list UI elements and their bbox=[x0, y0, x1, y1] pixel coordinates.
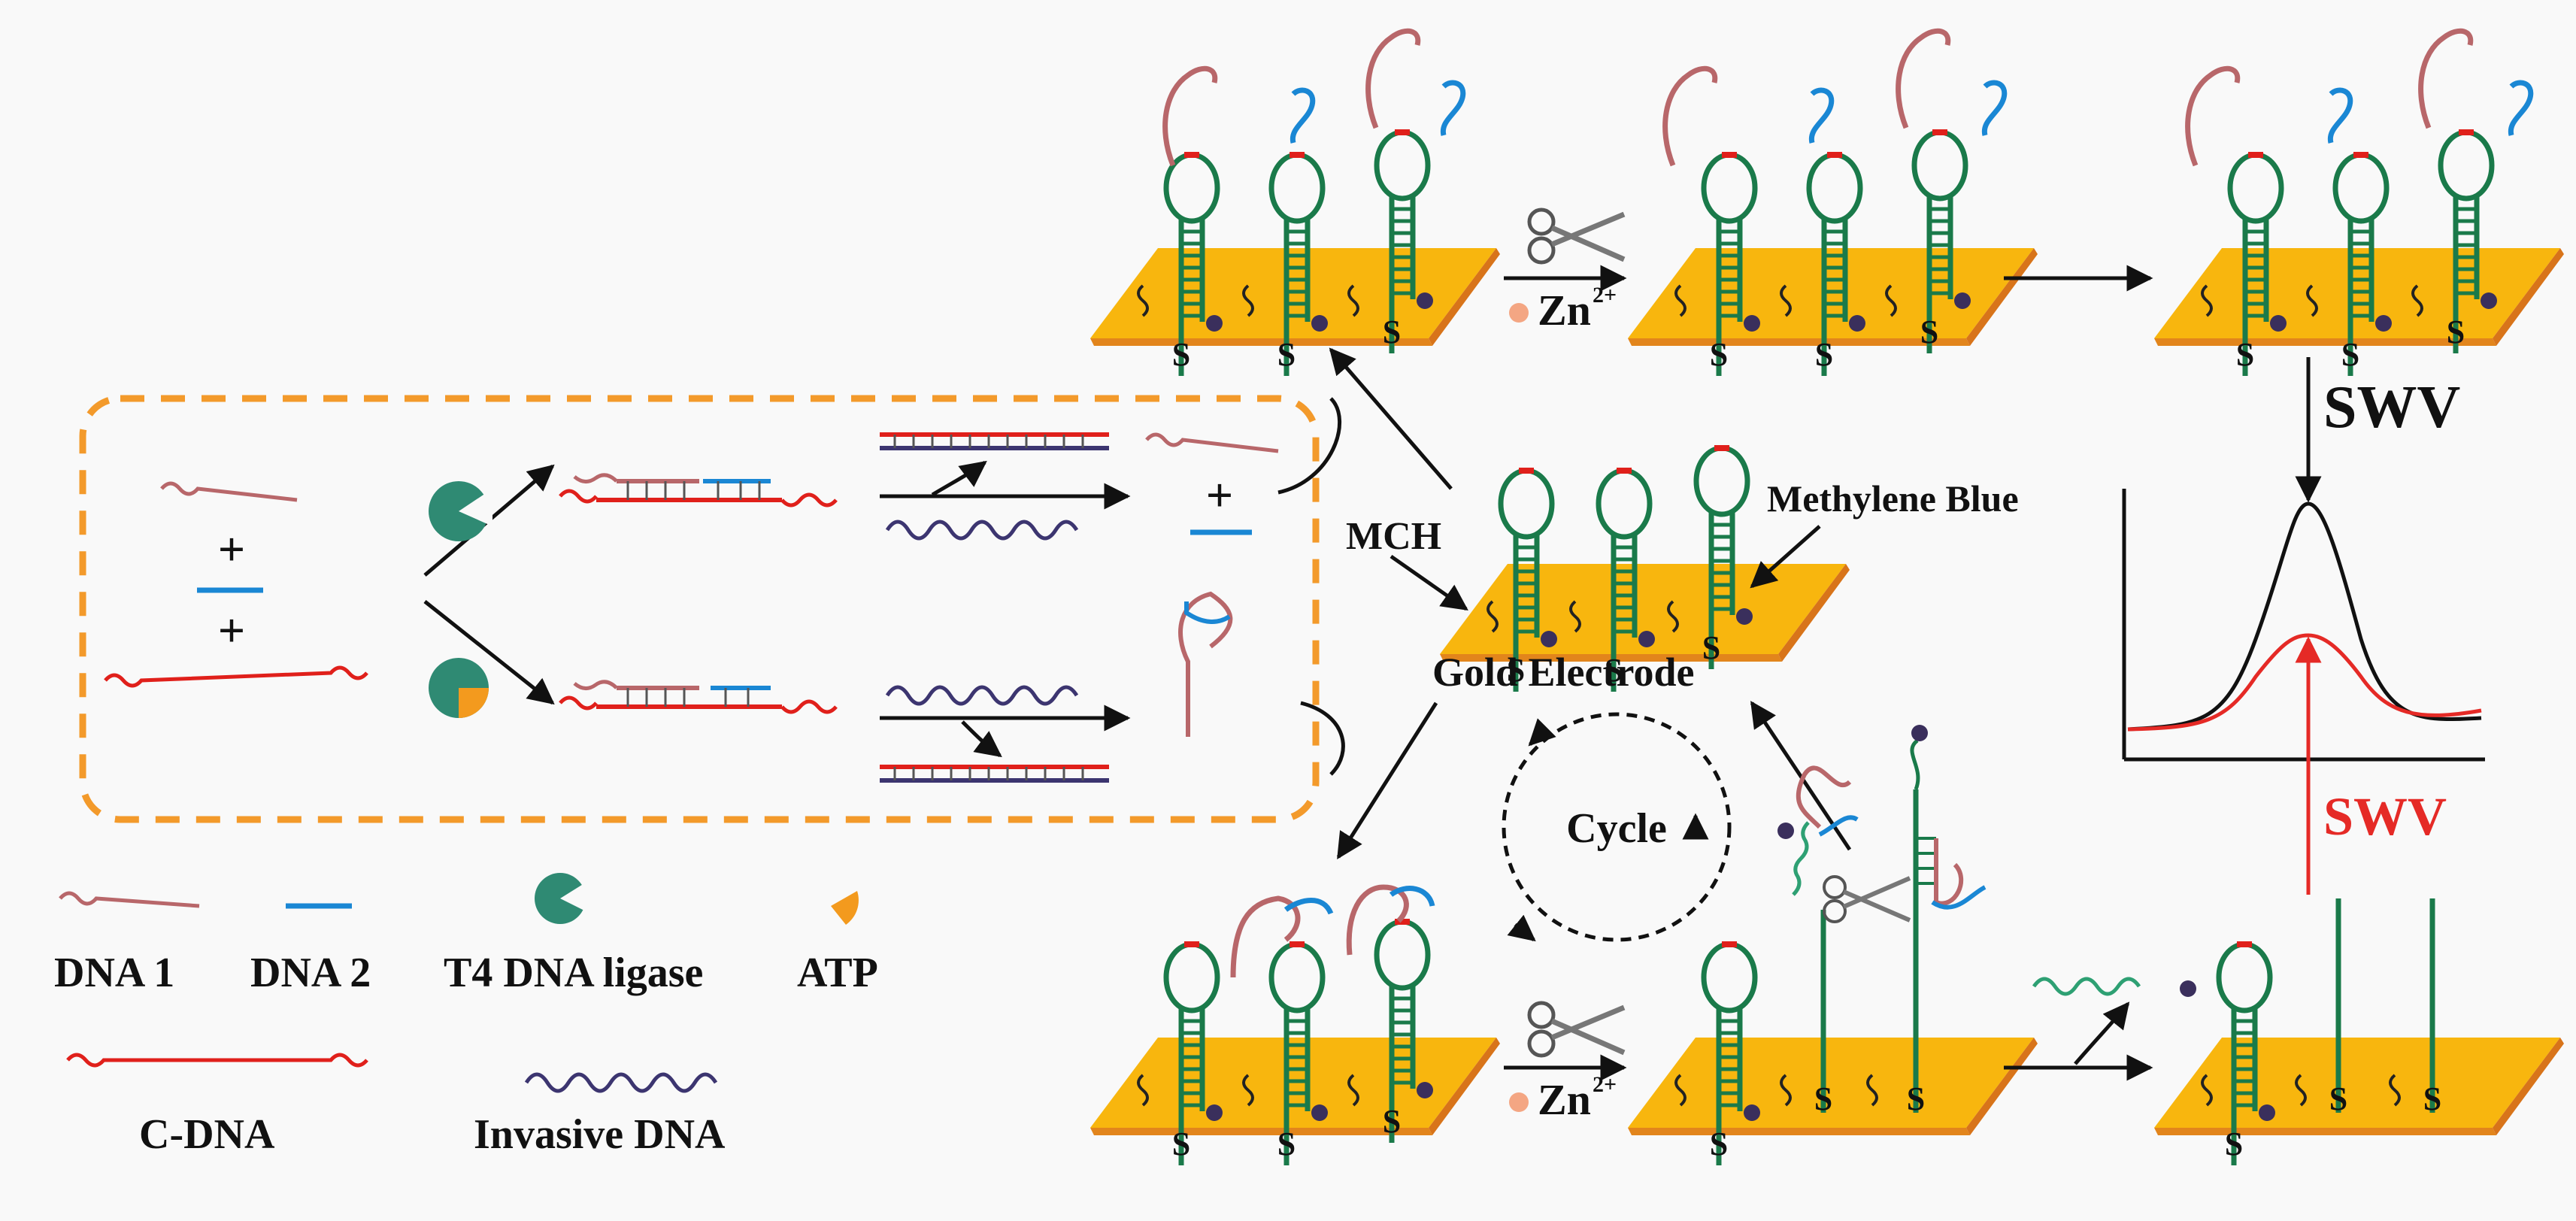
legend-cdna-swatch bbox=[66, 1053, 368, 1068]
plus-1: + bbox=[218, 523, 245, 576]
bottom-electrode-3: S S bbox=[2154, 898, 2564, 1165]
legend-dna2-label: DNA 2 bbox=[250, 950, 371, 996]
legend-atp-label: ATP bbox=[797, 950, 878, 996]
methylene-blue-label: Methylene Blue bbox=[1767, 477, 2019, 520]
legend-dna1-label: DNA 1 bbox=[54, 950, 174, 996]
upper-ligated-duplex bbox=[559, 473, 838, 507]
gold-electrode-label: Gold Electrode bbox=[1432, 650, 1694, 695]
legend: DNA 1 DNA 2 T4 DNA ligase ATP C-DNA Inva… bbox=[54, 873, 878, 1158]
scissors-icon-cycle bbox=[1823, 875, 1911, 923]
lower-partial-duplex bbox=[559, 680, 838, 714]
ligated-dna-product bbox=[1178, 591, 1233, 737]
zn-sup-bottom: 2+ bbox=[1593, 1072, 1617, 1097]
cycle-loop bbox=[1502, 712, 1732, 942]
ligase-icon bbox=[429, 481, 492, 541]
plus-3: + bbox=[1206, 468, 1233, 522]
invasive-dna-lower bbox=[885, 685, 1079, 706]
zinc-ion-icon-bottom bbox=[1509, 1092, 1529, 1112]
upper-invasive-duplex bbox=[880, 432, 1109, 450]
legend-dna1-swatch bbox=[59, 891, 200, 908]
cycle-label: Cycle bbox=[1566, 805, 1667, 852]
ligase-atp-icon bbox=[429, 658, 489, 718]
legend-cdna-label: C-DNA bbox=[139, 1111, 275, 1158]
legend-invasive-swatch bbox=[524, 1072, 718, 1093]
cdna-strand bbox=[104, 665, 368, 688]
zinc-ion-icon bbox=[1509, 303, 1529, 323]
lower-invasive-duplex bbox=[880, 765, 1109, 783]
scissors-icon bbox=[1527, 208, 1626, 265]
legend-invasive-label: Invasive DNA bbox=[474, 1111, 726, 1158]
legend-atp-icon bbox=[831, 891, 859, 925]
swv-curve-low bbox=[2127, 633, 2482, 732]
svg-text:S: S bbox=[2329, 1080, 2347, 1117]
zn-label-top: Zn bbox=[1538, 286, 1591, 335]
legend-ligase-icon bbox=[535, 873, 590, 924]
scissors-icon-bottom bbox=[1527, 1001, 1626, 1058]
svg-text:S: S bbox=[1907, 1080, 1925, 1117]
bottom-electrode-1 bbox=[1090, 884, 1500, 1165]
swv-curve-high bbox=[2127, 501, 2482, 732]
invasive-dna-upper bbox=[885, 520, 1079, 541]
svg-text:S: S bbox=[2423, 1080, 2441, 1117]
zn-label-bottom: Zn bbox=[1538, 1075, 1591, 1124]
swv-label-top: SWV bbox=[2323, 374, 2460, 441]
released-fragment bbox=[2032, 977, 2141, 996]
ligation-reaction-box bbox=[79, 395, 1320, 823]
swv-label-bottom: SWV bbox=[2323, 786, 2447, 847]
bottom-electrode-2: S S bbox=[1628, 725, 2038, 1165]
plus-2: + bbox=[218, 604, 245, 657]
zn-sup-top: 2+ bbox=[1593, 283, 1617, 308]
dna1-strand bbox=[160, 481, 298, 502]
swv-chart bbox=[2122, 489, 2485, 762]
svg-text:S: S bbox=[1814, 1080, 1832, 1117]
legend-ligase-label: T4 DNA ligase bbox=[444, 950, 703, 996]
mch-label: MCH bbox=[1346, 515, 1441, 558]
